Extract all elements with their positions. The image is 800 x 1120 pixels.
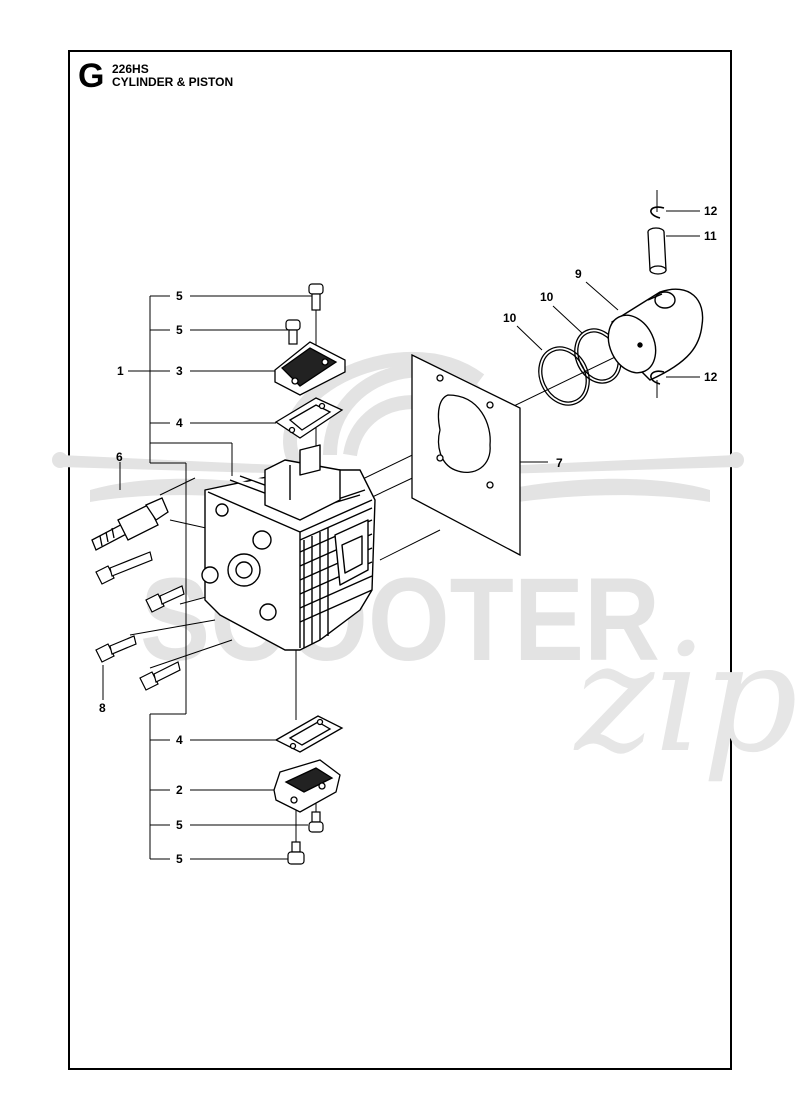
gasket-top: [274, 397, 344, 439]
circlip-top: [650, 206, 665, 219]
cylinder-bolt-3: [95, 635, 137, 663]
intake-flange-bottom: [273, 759, 341, 813]
intake-flange-top: [274, 341, 346, 396]
cylinder-gasket: [411, 353, 521, 557]
cylinder-bolt-2: [145, 585, 185, 613]
callout-5: 5: [176, 289, 183, 303]
cylinder-bolt-1: [95, 551, 153, 585]
cylinder-bolt-4: [139, 661, 181, 691]
section-letter: G: [78, 57, 105, 95]
screw-bottom-b: [287, 841, 305, 865]
piston: [607, 288, 704, 381]
callout-12: 12: [704, 204, 718, 218]
diagram-frame: [68, 50, 732, 1070]
diagram-title: CYLINDER & PISTON: [112, 75, 234, 89]
callout-5: 5: [176, 852, 183, 866]
callout-12: 12: [704, 370, 718, 384]
piston-pin: [647, 227, 667, 275]
callout-5: 5: [176, 818, 183, 832]
callout-11: 11: [704, 229, 717, 243]
cylinder-body: [201, 444, 376, 651]
spark-plug: [91, 497, 169, 551]
callout-8: 8: [99, 701, 106, 715]
callout-4: 4: [176, 416, 183, 430]
callout-9: 9: [575, 267, 582, 281]
callout-6: 6: [116, 450, 123, 464]
callout-10: 10: [503, 311, 517, 325]
callout-2: 2: [176, 783, 183, 797]
callout-5: 5: [176, 323, 183, 337]
callout-10: 10: [540, 290, 554, 304]
piston-ring-outer: [538, 346, 590, 406]
watermark-script: zip: [573, 612, 798, 786]
callout-3: 3: [176, 364, 183, 378]
callout-4: 4: [176, 733, 183, 747]
callout-labels: 5 5 1 3 4 6 7 8 4 2 5 5 9 10 10 11 12 12: [99, 204, 718, 866]
circlip-bottom: [650, 370, 665, 385]
model-number: 226HS: [112, 62, 149, 76]
callout-1: 1: [117, 364, 124, 378]
screw-top-b: [285, 319, 301, 345]
watermark-handlebar: [52, 452, 744, 508]
callout-7: 7: [556, 456, 563, 470]
screw-top-a: [308, 283, 324, 311]
gasket-bottom: [274, 715, 344, 753]
screw-bottom-a: [308, 811, 324, 833]
